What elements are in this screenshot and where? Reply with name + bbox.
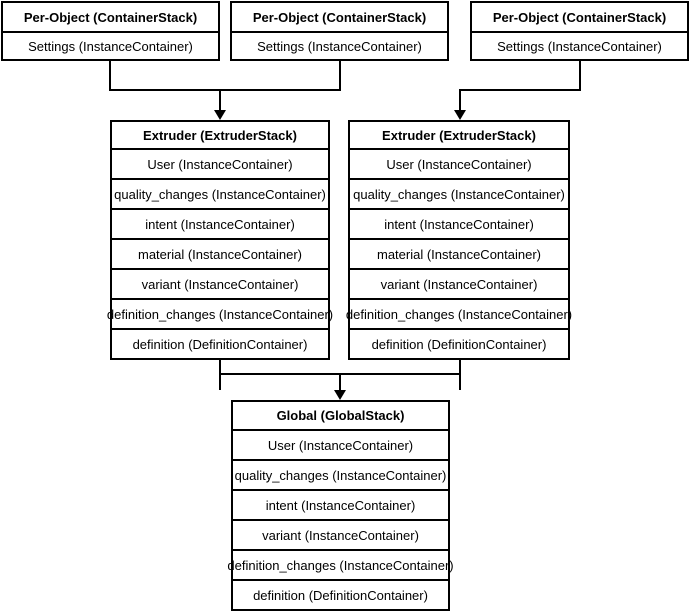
stack-header: Extruder (ExtruderStack) [112,122,328,148]
stack-row[interactable]: definition_changes (InstanceContainer) [346,298,572,328]
stack-row[interactable]: definition_changes (InstanceContainer) [107,298,333,328]
stack-row[interactable]: User (InstanceContainer) [233,429,448,459]
stack-header: Global (GlobalStack) [233,402,448,429]
stack-row[interactable]: User (InstanceContainer) [112,148,328,178]
stack-row[interactable]: intent (InstanceContainer) [112,208,328,238]
stack-row[interactable]: quality_changes (InstanceContainer) [350,178,568,208]
arrow-down-icon [334,390,346,400]
stack-row[interactable]: Settings (InstanceContainer) [3,31,218,59]
stack-row[interactable]: variant (InstanceContainer) [112,268,328,298]
stack-row[interactable]: material (InstanceContainer) [112,238,328,268]
stack-extruder-2[interactable]: Extruder (ExtruderStack) User (InstanceC… [346,120,572,360]
stack-header: Per-Object (ContainerStack) [232,3,447,31]
stack-row[interactable]: User (InstanceContainer) [350,148,568,178]
stack-per-object-1[interactable]: Per-Object (ContainerStack) Settings (In… [1,1,220,61]
stack-row[interactable]: definition (DefinitionContainer) [350,328,568,358]
stack-row[interactable]: variant (InstanceContainer) [233,519,448,549]
stack-row[interactable]: Settings (InstanceContainer) [472,31,687,59]
arrow-down-icon [214,110,226,120]
stack-extruder-1[interactable]: Extruder (ExtruderStack) User (InstanceC… [107,120,333,360]
stack-header: Per-Object (ContainerStack) [472,3,687,31]
stack-row[interactable]: variant (InstanceContainer) [350,268,568,298]
stack-per-object-2[interactable]: Per-Object (ContainerStack) Settings (In… [230,1,449,61]
stack-row[interactable]: definition_changes (InstanceContainer) [227,549,454,579]
stack-header: Per-Object (ContainerStack) [3,3,218,31]
stack-row[interactable]: intent (InstanceContainer) [233,489,448,519]
stack-row[interactable]: definition (DefinitionContainer) [233,579,448,609]
stack-row[interactable]: Settings (InstanceContainer) [232,31,447,59]
stack-header: Extruder (ExtruderStack) [350,122,568,148]
arrow-down-icon [454,110,466,120]
stack-row[interactable]: material (InstanceContainer) [350,238,568,268]
stack-row[interactable]: definition (DefinitionContainer) [112,328,328,358]
stack-global[interactable]: Global (GlobalStack) User (InstanceConta… [227,400,454,611]
stack-row[interactable]: quality_changes (InstanceContainer) [112,178,328,208]
stack-row[interactable]: intent (InstanceContainer) [350,208,568,238]
stack-per-object-3[interactable]: Per-Object (ContainerStack) Settings (In… [470,1,689,61]
stack-row[interactable]: quality_changes (InstanceContainer) [233,459,448,489]
